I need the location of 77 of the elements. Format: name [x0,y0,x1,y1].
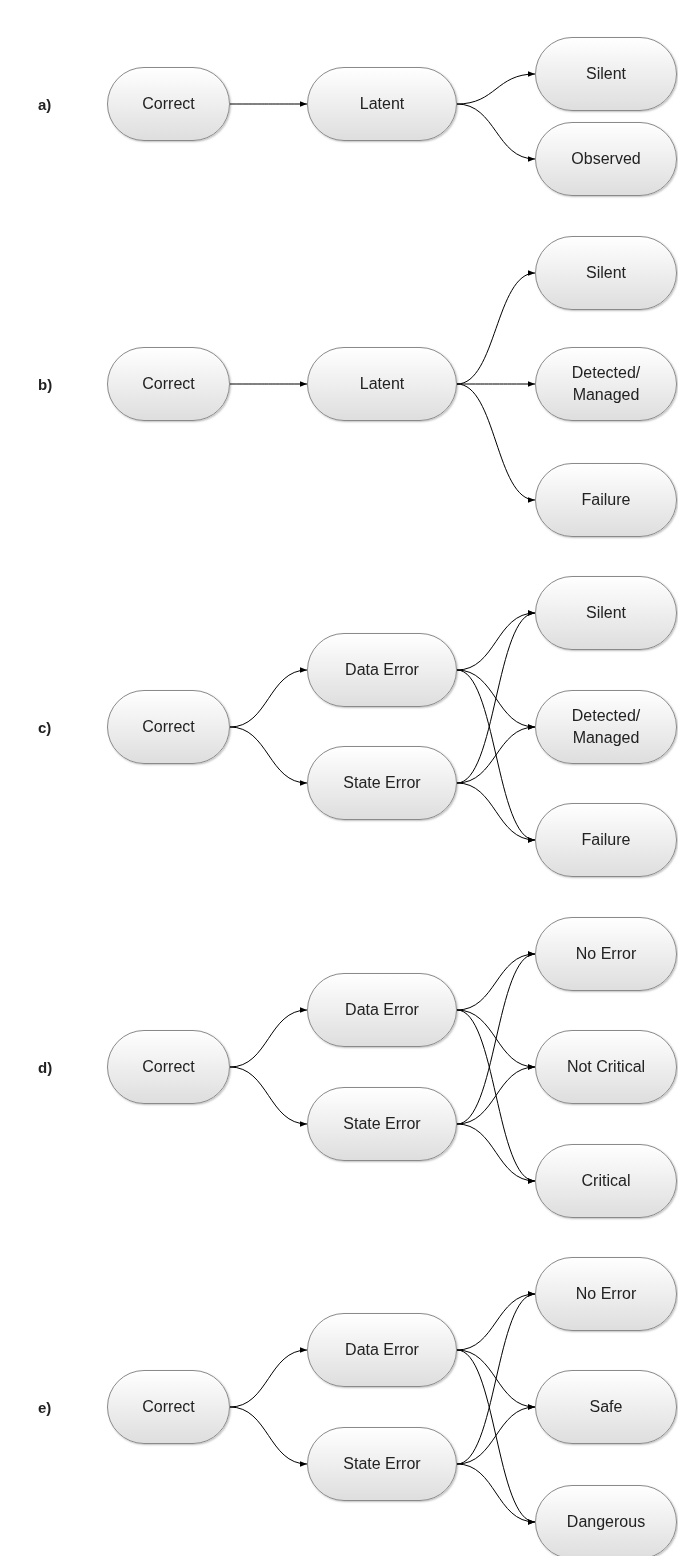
arrow [456,271,536,385]
state-pill [535,690,677,764]
state-label: Silent [586,603,626,624]
state-pill [535,1030,677,1104]
state-label: Observed [571,149,641,170]
state-pill [307,1087,457,1161]
state-label: Detected/ Managed [570,706,642,748]
arrow [229,668,308,728]
state-pill [307,347,457,421]
state-label: Data Error [345,1340,419,1361]
state-label: Failure [581,490,631,511]
state-pill [107,347,230,421]
arrow [229,1008,308,1068]
arrow [456,1463,536,1524]
state-label: State Error [343,1454,421,1475]
state-label: Not Critical [566,1057,646,1078]
arrow [456,1123,536,1183]
state-pill [307,67,457,141]
state-label: Correct [142,1057,195,1078]
row-label: a) [38,96,52,112]
state-label: Correct [142,1397,195,1418]
state-pill [535,576,677,650]
state-pill [535,917,677,991]
state-label: Data Error [345,1000,419,1021]
state-pill [107,690,230,764]
state-label: Safe [589,1397,623,1418]
state-label: Latent [359,94,405,115]
state-label: Latent [359,374,405,395]
arrow [229,1406,308,1466]
arrow [229,726,308,785]
state-label: Data Error [345,660,419,681]
state-label: State Error [343,1114,421,1135]
arrow [229,381,308,387]
state-pill [535,463,677,537]
state-pill [535,122,677,196]
state-pill [535,236,677,310]
arrow [229,1066,308,1126]
arrow [456,383,536,501]
state-label: No Error [575,944,637,965]
state-label: Correct [142,94,195,115]
state-label: Silent [586,64,626,85]
arrow [229,101,308,107]
state-pill [535,1144,677,1218]
state-pill [307,1427,457,1501]
row-label: e) [38,1399,52,1415]
state-pill [107,67,230,141]
state-label: State Error [343,773,421,794]
arrow [456,1405,536,1465]
state-pill [535,803,677,877]
state-pill [107,1030,230,1104]
arrow [456,103,536,161]
state-pill [307,1313,457,1387]
state-label: No Error [575,1284,637,1305]
state-pill [535,347,677,421]
state-pill [307,633,457,707]
arrow [456,1065,536,1125]
state-pill [535,1257,677,1331]
arrow [456,71,536,105]
state-pill [307,973,457,1047]
row-label: c) [38,719,52,735]
state-label: Dangerous [566,1512,646,1533]
state-label: Failure [581,830,631,851]
state-pill [307,746,457,820]
state-label: Correct [142,374,195,395]
state-label: Detected/ Managed [570,363,642,405]
state-pill [107,1370,230,1444]
row-label: b) [38,376,53,392]
state-label: Silent [586,263,626,284]
state-pill [535,1370,677,1444]
state-pill [535,37,677,111]
state-label: Critical [581,1171,631,1192]
arrow [456,782,536,842]
row-label: d) [38,1059,53,1075]
arrow [456,725,536,784]
state-label: Correct [142,717,195,738]
arrow [229,1348,308,1408]
state-pill [535,1485,677,1556]
